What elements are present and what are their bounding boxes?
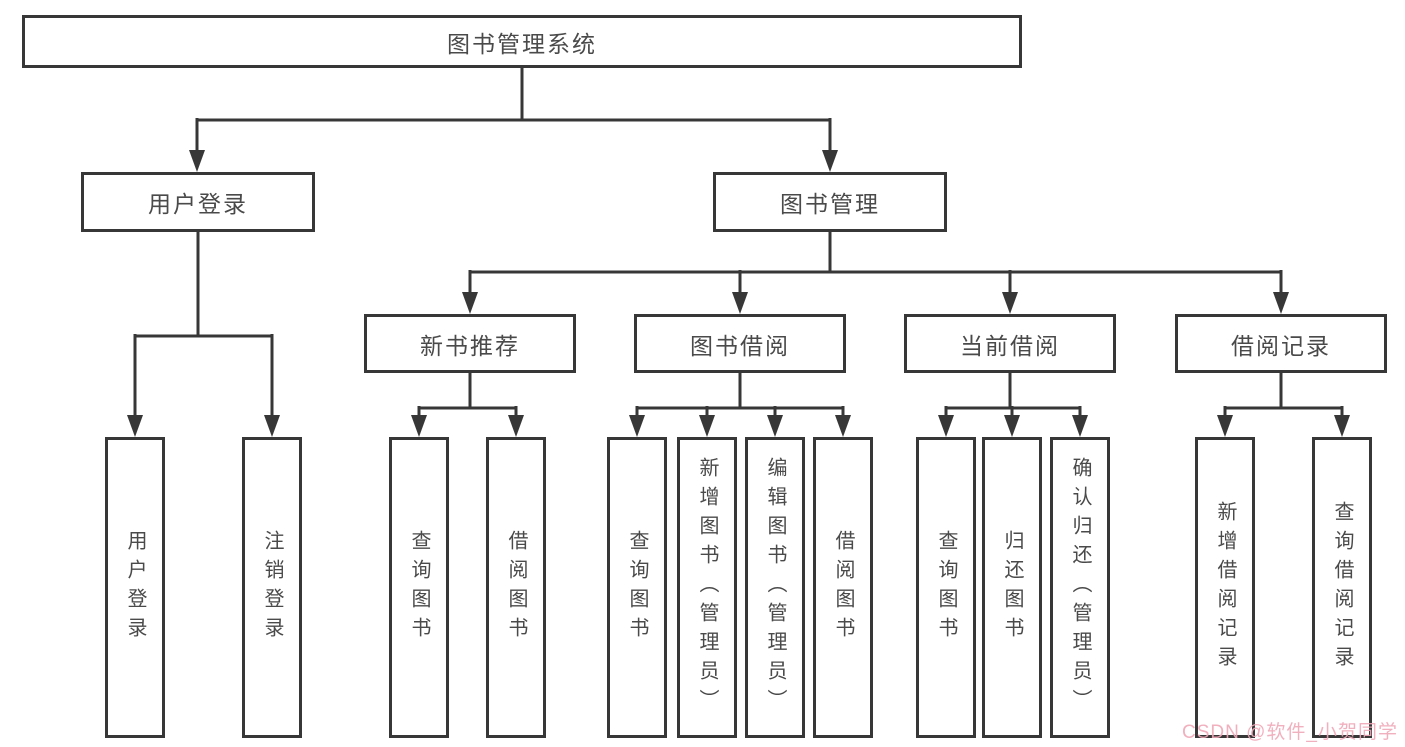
leaf-query-borrow-record: 查询借阅记录 — [1312, 437, 1372, 738]
leaf-borrow-books-recommend: 借阅图书 — [486, 437, 546, 738]
node-label: 注销登录 — [261, 529, 283, 646]
node-label: 确认归还（管理员） — [1069, 457, 1091, 718]
node-label: 当前借阅 — [960, 332, 1060, 359]
node-label: 图书借阅 — [690, 332, 790, 359]
node-user-login: 用户登录 — [81, 172, 315, 232]
leaf-add-borrow-record: 新增借阅记录 — [1195, 437, 1255, 738]
node-label: 编辑图书（管理员） — [764, 457, 786, 718]
leaf-return-books: 归还图书 — [982, 437, 1042, 738]
node-label: 查询图书 — [935, 529, 957, 646]
node-label: 借阅记录 — [1231, 332, 1331, 359]
leaf-logout: 注销登录 — [242, 437, 302, 738]
node-label: 新增借阅记录 — [1214, 500, 1236, 675]
node-book-borrowing: 图书借阅 — [634, 314, 846, 373]
node-library-management-system: 图书管理系统 — [22, 15, 1022, 68]
node-label: 图书管理 — [780, 191, 880, 217]
node-label: 图书管理系统 — [447, 30, 597, 57]
node-label: 用户登录 — [124, 529, 146, 646]
node-label: 新书推荐 — [420, 332, 520, 359]
node-book-management: 图书管理 — [713, 172, 947, 232]
node-label: 查询图书 — [626, 529, 648, 646]
node-borrowing-records: 借阅记录 — [1175, 314, 1387, 373]
leaf-edit-books-admin: 编辑图书（管理员） — [745, 437, 805, 738]
node-label: 借阅图书 — [832, 529, 854, 646]
leaf-confirm-return-admin: 确认归还（管理员） — [1050, 437, 1110, 738]
node-label: 借阅图书 — [505, 529, 527, 646]
node-label: 查询借阅记录 — [1331, 500, 1353, 675]
node-label: 查询图书 — [408, 529, 430, 646]
leaf-borrow-books: 借阅图书 — [813, 437, 873, 738]
leaf-query-books-borrow: 查询图书 — [607, 437, 667, 738]
csdn-watermark: CSDN @软件_小贺同学 — [1182, 722, 1398, 743]
leaf-query-books-current: 查询图书 — [916, 437, 976, 738]
node-label: 归还图书 — [1001, 529, 1023, 646]
node-new-book-recommendation: 新书推荐 — [364, 314, 576, 373]
leaf-query-books-recommend: 查询图书 — [389, 437, 449, 738]
node-label: 用户登录 — [148, 191, 248, 217]
leaf-add-books-admin: 新增图书（管理员） — [677, 437, 737, 738]
leaf-user-login: 用户登录 — [105, 437, 165, 738]
node-current-borrowing: 当前借阅 — [904, 314, 1116, 373]
node-label: 新增图书（管理员） — [696, 457, 718, 718]
